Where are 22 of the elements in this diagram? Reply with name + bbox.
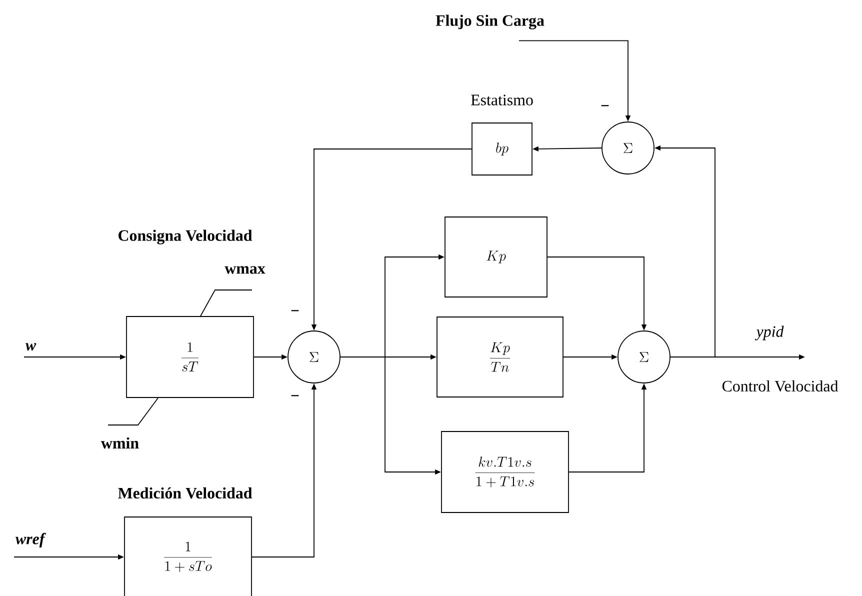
minus-sign: −	[601, 105, 609, 106]
transfer-block: $\frac{Kp}{Tn}$	[436, 316, 564, 398]
edge-label: ypid	[754, 324, 785, 342]
block-title: Estatismo	[471, 94, 533, 106]
block-title: Medición Velocidad	[118, 487, 252, 499]
transfer-block: $Kp$	[444, 216, 548, 298]
minus-sign: −	[291, 310, 299, 312]
output-label: Control Velocidad	[722, 380, 838, 392]
summing-junction: $\Sigma$	[288, 330, 340, 384]
transfer-block: $\frac{1}{sT}$	[126, 316, 254, 398]
transfer-block: $\frac{1}{1+sTo}$	[124, 516, 252, 596]
summing-junction: $\Sigma$	[602, 122, 654, 174]
transfer-block: $bp$	[472, 122, 532, 176]
input-label: wref	[15, 532, 46, 548]
limit-label: wmax	[224, 266, 266, 274]
input-label: Flujo Sin Carga	[436, 14, 544, 30]
limit-label: wmin	[101, 437, 139, 449]
transfer-block: $\frac{kv.T1v.s}{1+T1v.s}$	[441, 431, 569, 513]
input-label: w	[25, 343, 36, 351]
block-title: Consigna Velocidad	[118, 230, 252, 244]
summing-junction: $\Sigma$	[618, 330, 670, 384]
minus-sign: −	[291, 395, 299, 396]
